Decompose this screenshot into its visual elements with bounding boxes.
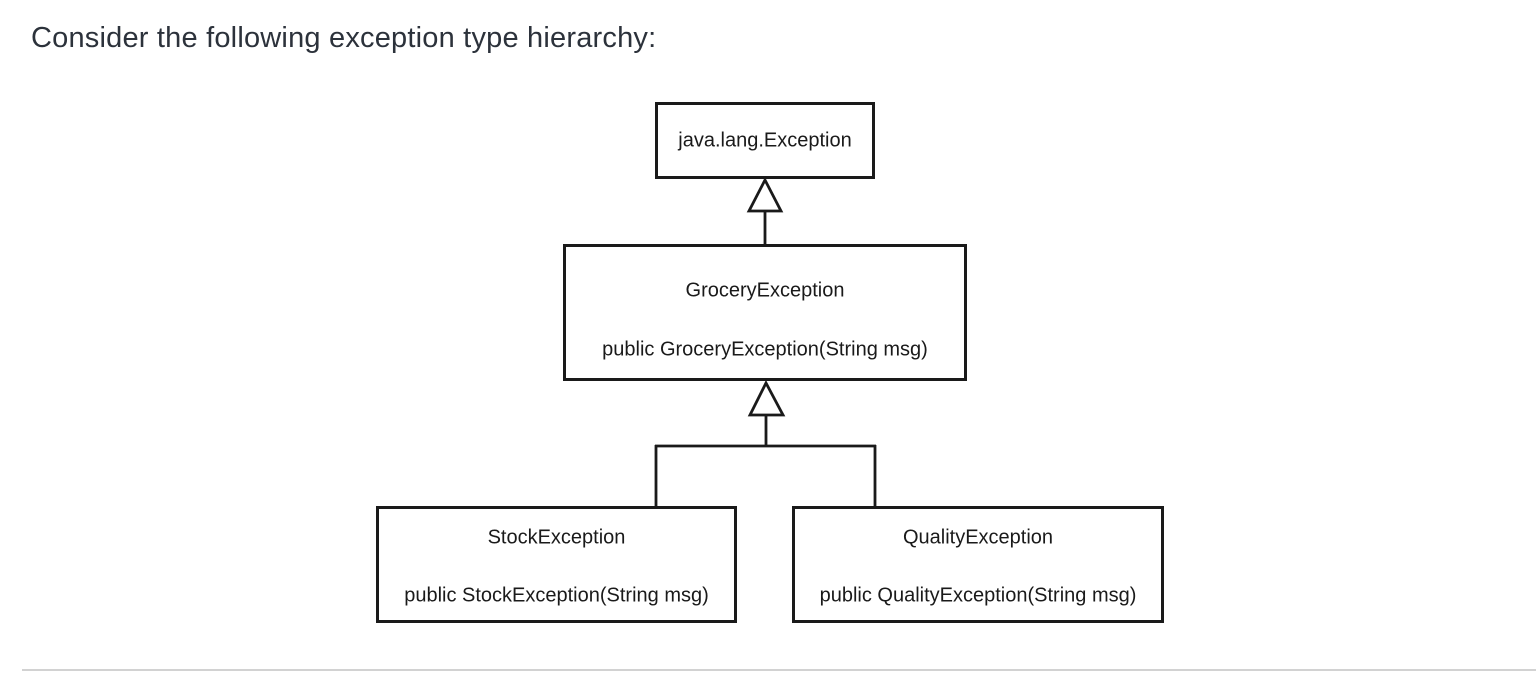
bottom-divider (22, 669, 1536, 671)
node-title: GroceryException (685, 279, 845, 302)
page-title: Consider the following exception type hi… (31, 22, 657, 54)
inheritance-triangle-icon (746, 176, 784, 213)
uml-node-stock-exception: StockException public StockException(Str… (376, 506, 737, 623)
uml-node-grocery-exception: GroceryException public GroceryException… (563, 244, 967, 381)
uml-node-quality-exception: QualityException public QualityException… (792, 506, 1164, 623)
node-title: QualityException (902, 526, 1054, 549)
uml-node-java-lang-exception: java.lang.Exception (655, 102, 875, 179)
node-constructor: public QualityException(String msg) (819, 584, 1137, 607)
node-constructor: public StockException(String msg) (404, 584, 709, 607)
node-title: StockException (487, 526, 626, 549)
node-constructor: public GroceryException(String msg) (602, 338, 928, 361)
node-title: java.lang.Exception (678, 129, 852, 151)
inheritance-triangle-icon (747, 379, 786, 417)
